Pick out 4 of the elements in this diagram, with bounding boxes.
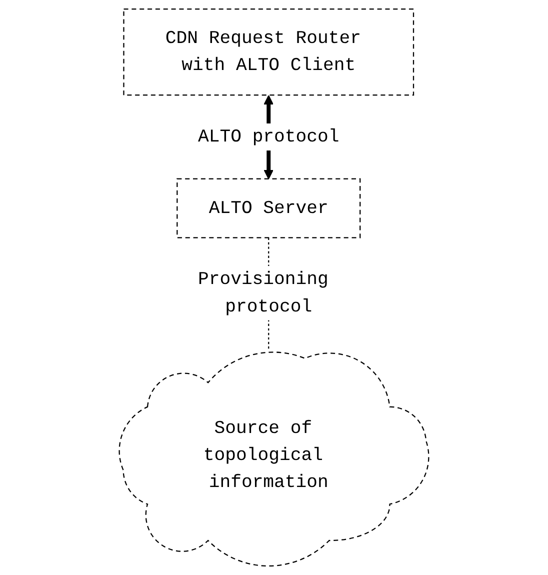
node-box: CDN Request Router with ALTO Client — [123, 8, 414, 96]
node-box: ALTO Server — [176, 178, 361, 238]
edge-label: ALTO protocol — [198, 126, 340, 148]
edge-label: Provisioning protocol — [198, 269, 328, 317]
